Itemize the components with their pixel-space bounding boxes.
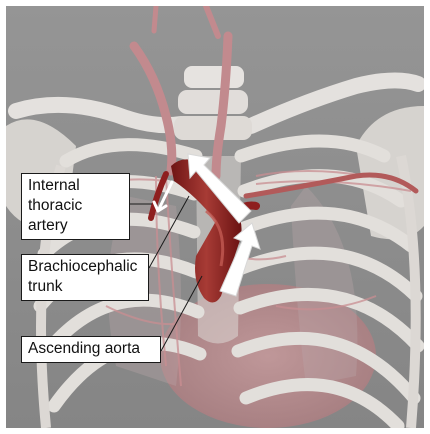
- label-line: artery: [28, 216, 123, 236]
- vertebra: [184, 66, 244, 88]
- vertebra: [174, 116, 252, 140]
- label-line: Brachiocephalic: [28, 257, 142, 277]
- label-line: trunk: [28, 277, 142, 297]
- label-line: Ascending aorta: [28, 339, 154, 359]
- label-ascending-aorta: Ascending aorta: [21, 336, 161, 363]
- label-brachiocephalic-trunk: Brachiocephalic trunk: [21, 254, 149, 301]
- label-line: thoracic: [28, 196, 123, 216]
- label-line: Internal: [28, 176, 123, 196]
- vessel-branch: [154, 6, 156, 31]
- vertebra: [178, 90, 248, 114]
- label-internal-thoracic-artery: Internal thoracic artery: [21, 173, 130, 240]
